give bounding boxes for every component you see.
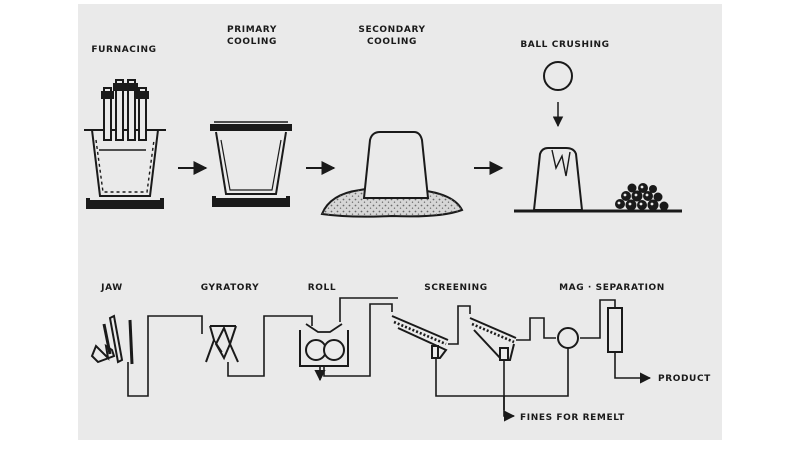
label-fines-for-remelt: FINES FOR REMELT — [520, 413, 625, 423]
screen-deck-icon — [391, 315, 517, 361]
label-product: PRODUCT — [658, 374, 711, 384]
label-roll: ROLL — [308, 283, 336, 293]
gyratory-crusher-icon — [205, 325, 239, 363]
crushed-pieces — [615, 183, 669, 211]
label-gyratory: GYRATORY — [201, 283, 259, 293]
roll-crusher-icon — [299, 323, 349, 367]
flow-screen2-to-mag — [516, 317, 556, 341]
furnace-icon — [84, 79, 166, 209]
label-screening: SCREENING — [424, 283, 488, 293]
cooling-pot-icon — [210, 121, 292, 207]
flow-jaw-to-gyratory — [127, 315, 203, 397]
flow-mag-reject — [504, 348, 569, 397]
ball-crusher-icon — [514, 61, 682, 213]
label-mag-separation: MAG · SEPARATION — [559, 283, 665, 293]
flow-lines — [127, 297, 652, 422]
flow-recycle-top — [339, 297, 398, 322]
label-jaw: JAW — [100, 283, 123, 293]
cooling-ingot-icon — [320, 131, 464, 218]
flow-gyratory-to-roll — [227, 315, 313, 377]
label-ball-crushing: BALL CRUSHING — [520, 40, 609, 50]
flow-to-product — [614, 352, 652, 384]
flow-screen1-to-screen2 — [448, 305, 471, 345]
flow-to-fines — [503, 396, 516, 422]
label-furnacing: FURNACING — [91, 45, 156, 55]
diagram-panel — [78, 4, 722, 440]
flow-mag-drum-to-column — [580, 299, 616, 339]
jaw-crusher-icon — [90, 314, 134, 365]
flow-screen1-fines — [435, 358, 504, 397]
